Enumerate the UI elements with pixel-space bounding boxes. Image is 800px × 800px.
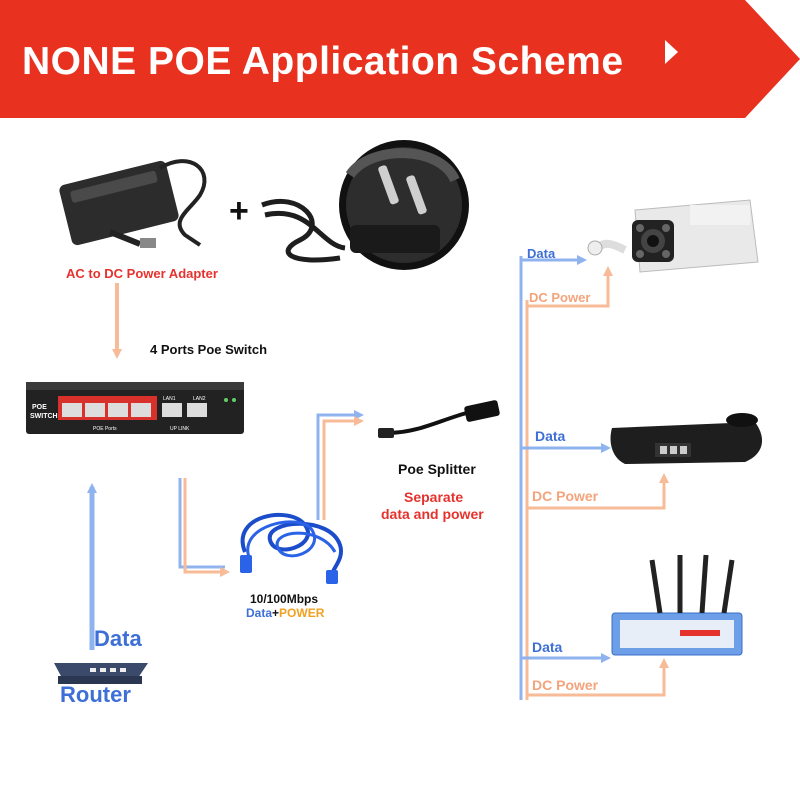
switch-uplink-label: UP LINK xyxy=(170,426,190,432)
switch-to-cable-power-arrow xyxy=(183,478,230,577)
plus-sign: + xyxy=(229,192,249,230)
page-title: NONE POE Application Scheme xyxy=(22,40,624,83)
cable-speed-label: 10/100Mbps xyxy=(250,592,319,606)
camera-power-arrow xyxy=(527,266,613,308)
cable-plus-text: + xyxy=(272,606,280,620)
switch-to-cable-data-line xyxy=(178,478,225,569)
banner-background xyxy=(0,0,800,118)
power-cord-icon xyxy=(261,198,346,263)
ap-data-label: Data xyxy=(532,639,563,655)
cable-data-text: Data xyxy=(246,606,273,620)
phone-data-label: Data xyxy=(535,428,566,444)
cable-to-splitter-power-arrow xyxy=(322,416,364,520)
poe-splitter-icon xyxy=(378,400,500,438)
camera-data-label: Data xyxy=(527,246,556,261)
switch-lan2-label: LAN2 xyxy=(193,396,206,402)
ap-power-arrow xyxy=(527,658,669,697)
ip-camera-icon xyxy=(587,199,759,273)
phone-power-label: DC Power xyxy=(532,488,599,504)
ip-phone-icon xyxy=(610,413,763,464)
camera-power-label: DC Power xyxy=(529,290,591,305)
router-label: Router xyxy=(60,682,131,707)
cable-data-power-label: Data+POWER xyxy=(246,606,324,620)
wireless-ap-icon xyxy=(611,554,743,656)
ap-power-label: DC Power xyxy=(532,677,599,693)
phone-power-arrow xyxy=(527,473,669,510)
adapter-label: AC to DC Power Adapter xyxy=(66,266,218,281)
header-banner: NONE POE Application Scheme xyxy=(0,0,800,118)
chevron-right-icon xyxy=(665,40,678,64)
cable-power-text: POWER xyxy=(279,606,325,620)
switch-lan1-label: LAN1 xyxy=(163,396,176,402)
plug-icon xyxy=(339,140,469,270)
separate-label-line2: data and power xyxy=(381,506,484,522)
router-icon xyxy=(54,663,148,684)
separate-label-line1: Separate xyxy=(404,489,464,505)
switch-label: 4 Ports Poe Switch xyxy=(150,342,268,357)
switch-brand-line1: POE xyxy=(32,404,47,411)
poe-switch-icon: POE SWITCH POE Ports LAN1 LAN2 UP LINK xyxy=(26,382,244,434)
switch-brand-line2: SWITCH xyxy=(30,413,58,420)
cable-to-splitter-data-arrow xyxy=(316,410,364,520)
network-cable-icon xyxy=(240,512,344,584)
switch-port-group-label: POE Ports xyxy=(93,426,117,432)
router-data-label: Data xyxy=(94,626,142,651)
splitter-label: Poe Splitter xyxy=(398,461,476,477)
power-adapter-icon xyxy=(59,159,207,248)
